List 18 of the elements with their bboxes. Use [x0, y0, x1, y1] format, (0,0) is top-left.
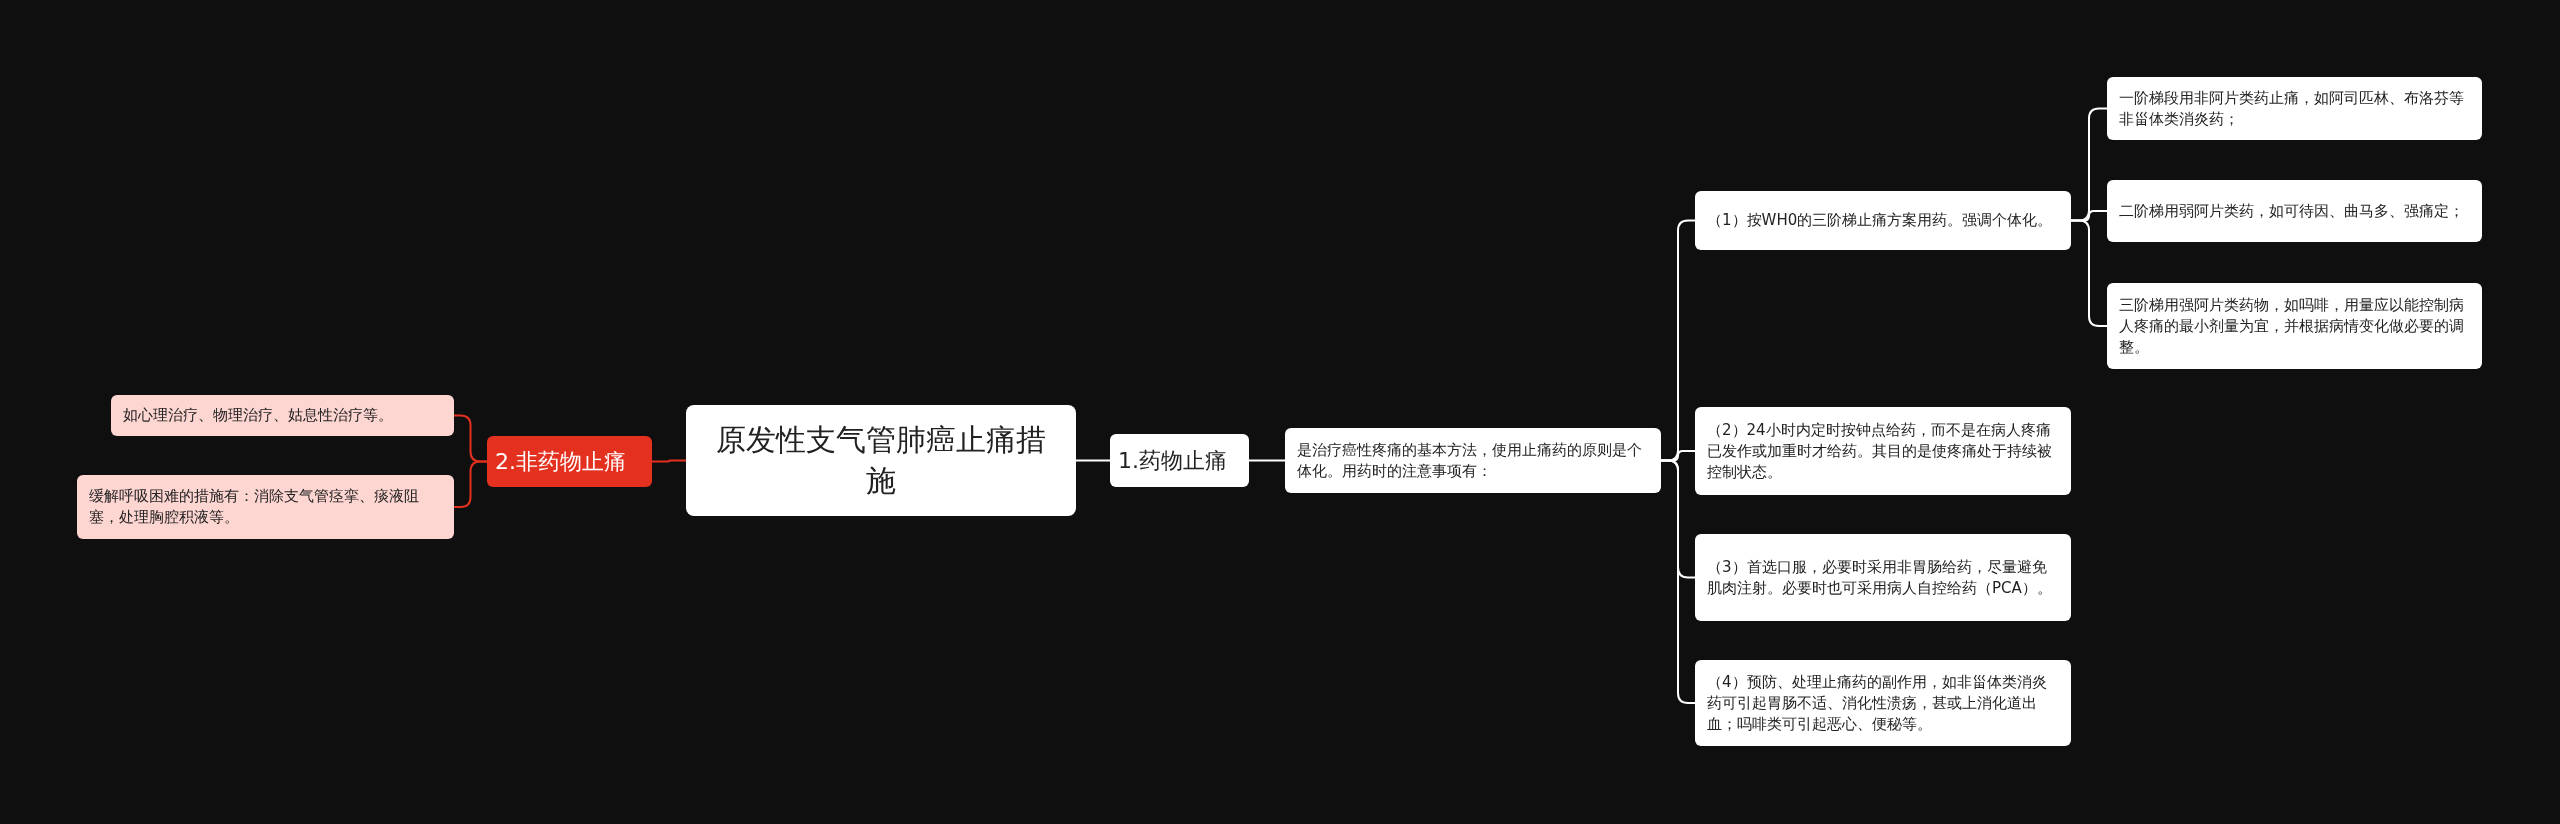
connector-line [453, 460, 488, 508]
branch-box: 2.非药物止痛 [487, 436, 652, 487]
branch-box: 1.药物止痛 [1110, 434, 1249, 487]
note-box: 三阶梯用强阿片类药物，如吗啡，用量应以能控制病人疼痛的最小剂量为宜，并根据病情变化做必要的调整。 [2107, 283, 2482, 369]
topic-box: 原发性支气管肺癌止痛措施 [686, 405, 1076, 516]
note-box: 一阶梯段用非阿片类药止痛，如阿司匹林、布洛芬等非甾体类消炎药； [2107, 77, 2482, 140]
note-box: 如心理治疗、物理治疗、姑息性治疗等。 [111, 395, 454, 436]
note-box: （3）首选口服，必要时采用非胃肠给药，尽量避免肌肉注射。必要时也可采用病人自控给药（PCA）。 [1695, 534, 2071, 621]
note-box: 缓解呼吸困难的措施有：消除支气管痉挛、痰液阻塞，处理胸腔积液等。 [77, 475, 454, 539]
note-box: （2）24小时内定时按钟点给药，而不是在病人疼痛已发作或加重时才给药。其目的是使疼痛处于持续被控制状态。 [1695, 407, 2071, 495]
connector-line [2070, 219, 2108, 327]
connector-line [651, 459, 687, 463]
connector-line [1075, 459, 1111, 462]
note-box: （1）按WH0的三阶梯止痛方案用药。强调个体化。 [1695, 191, 2071, 250]
note-box: 二阶梯用弱阿片类药，如可待因、曲马多、强痛定； [2107, 180, 2482, 242]
note-box: 是治疗癌性疼痛的基本方法，使用止痛药的原则是个体化。用药时的注意事项有： [1285, 428, 1661, 493]
connector-line [1248, 459, 1286, 462]
note-box: （4）预防、处理止痛药的副作用，如非甾体类消炎药可引起胃肠不适、消化性溃疡，甚或上消化道出血；吗啡类可引起恶心、便秘等。 [1695, 660, 2071, 746]
